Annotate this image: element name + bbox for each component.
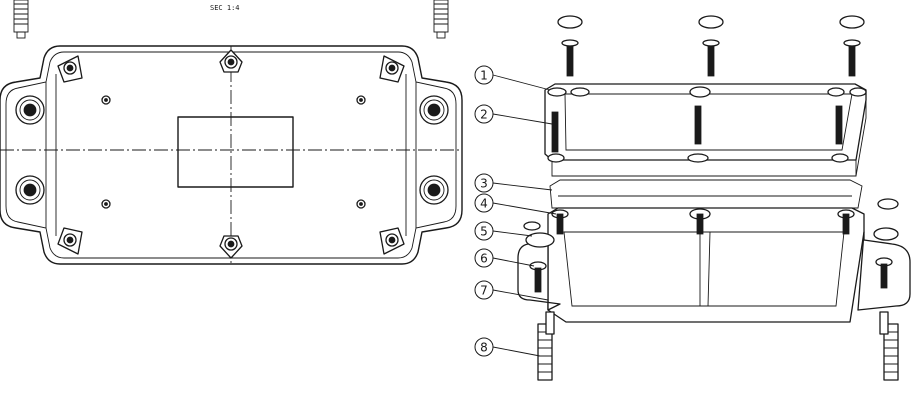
svg-text:4: 4 [480, 197, 488, 211]
housing-outline [0, 45, 463, 265]
svg-text:1: 1 [480, 69, 488, 83]
lid-screw [843, 39, 861, 77]
flange-right [857, 198, 911, 311]
svg-text:3: 3 [480, 177, 488, 191]
center-lug-top [219, 49, 243, 73]
callouts: 1 2 3 4 5 6 7 8 [474, 65, 494, 357]
cover-cap [698, 15, 724, 29]
corner-lug-top-right [379, 55, 405, 83]
svg-text:7: 7 [480, 284, 488, 298]
flange-screw-bottom-left [15, 175, 45, 205]
wall-anchor-left [537, 311, 555, 381]
flange-left [517, 221, 561, 311]
callout-4: 4 [474, 193, 494, 213]
wall-anchor-right [879, 311, 899, 381]
lid-screw [702, 39, 720, 77]
corner-lug-bottom-left [57, 227, 83, 255]
callout-6: 6 [474, 248, 494, 268]
callout-5: 5 [474, 221, 494, 241]
corner-lug-top-left [57, 55, 83, 83]
exploded-view [492, 15, 911, 381]
base [547, 207, 865, 323]
leader-lines [492, 74, 557, 357]
small-holes [101, 95, 366, 209]
lid-screw [561, 39, 579, 77]
svg-text:5: 5 [480, 225, 488, 239]
svg-text:6: 6 [480, 252, 488, 266]
cover-cap [557, 15, 583, 29]
callout-8: 8 [474, 337, 494, 357]
corner-lug-bottom-right [379, 227, 405, 255]
callout-3: 3 [474, 173, 494, 193]
flange-screw-top-right [419, 95, 449, 125]
callout-2: 2 [474, 104, 494, 124]
lid [544, 83, 867, 177]
callout-7: 7 [474, 280, 494, 300]
wall-anchor-top-right [433, 0, 449, 39]
gasket [549, 179, 863, 209]
flange-screw-bottom-right [419, 175, 449, 205]
callout-1: 1 [474, 65, 494, 85]
center-lug-bottom [219, 235, 243, 259]
cover-cap [839, 15, 865, 29]
flange-screw-top-left [15, 95, 45, 125]
top-view: SEC 1:4 [0, 0, 463, 265]
label-window [177, 116, 294, 188]
svg-text:8: 8 [480, 341, 488, 355]
wall-anchor-top-left [13, 0, 29, 39]
svg-text:2: 2 [480, 108, 488, 122]
scale-label: SEC 1:4 [210, 4, 240, 12]
